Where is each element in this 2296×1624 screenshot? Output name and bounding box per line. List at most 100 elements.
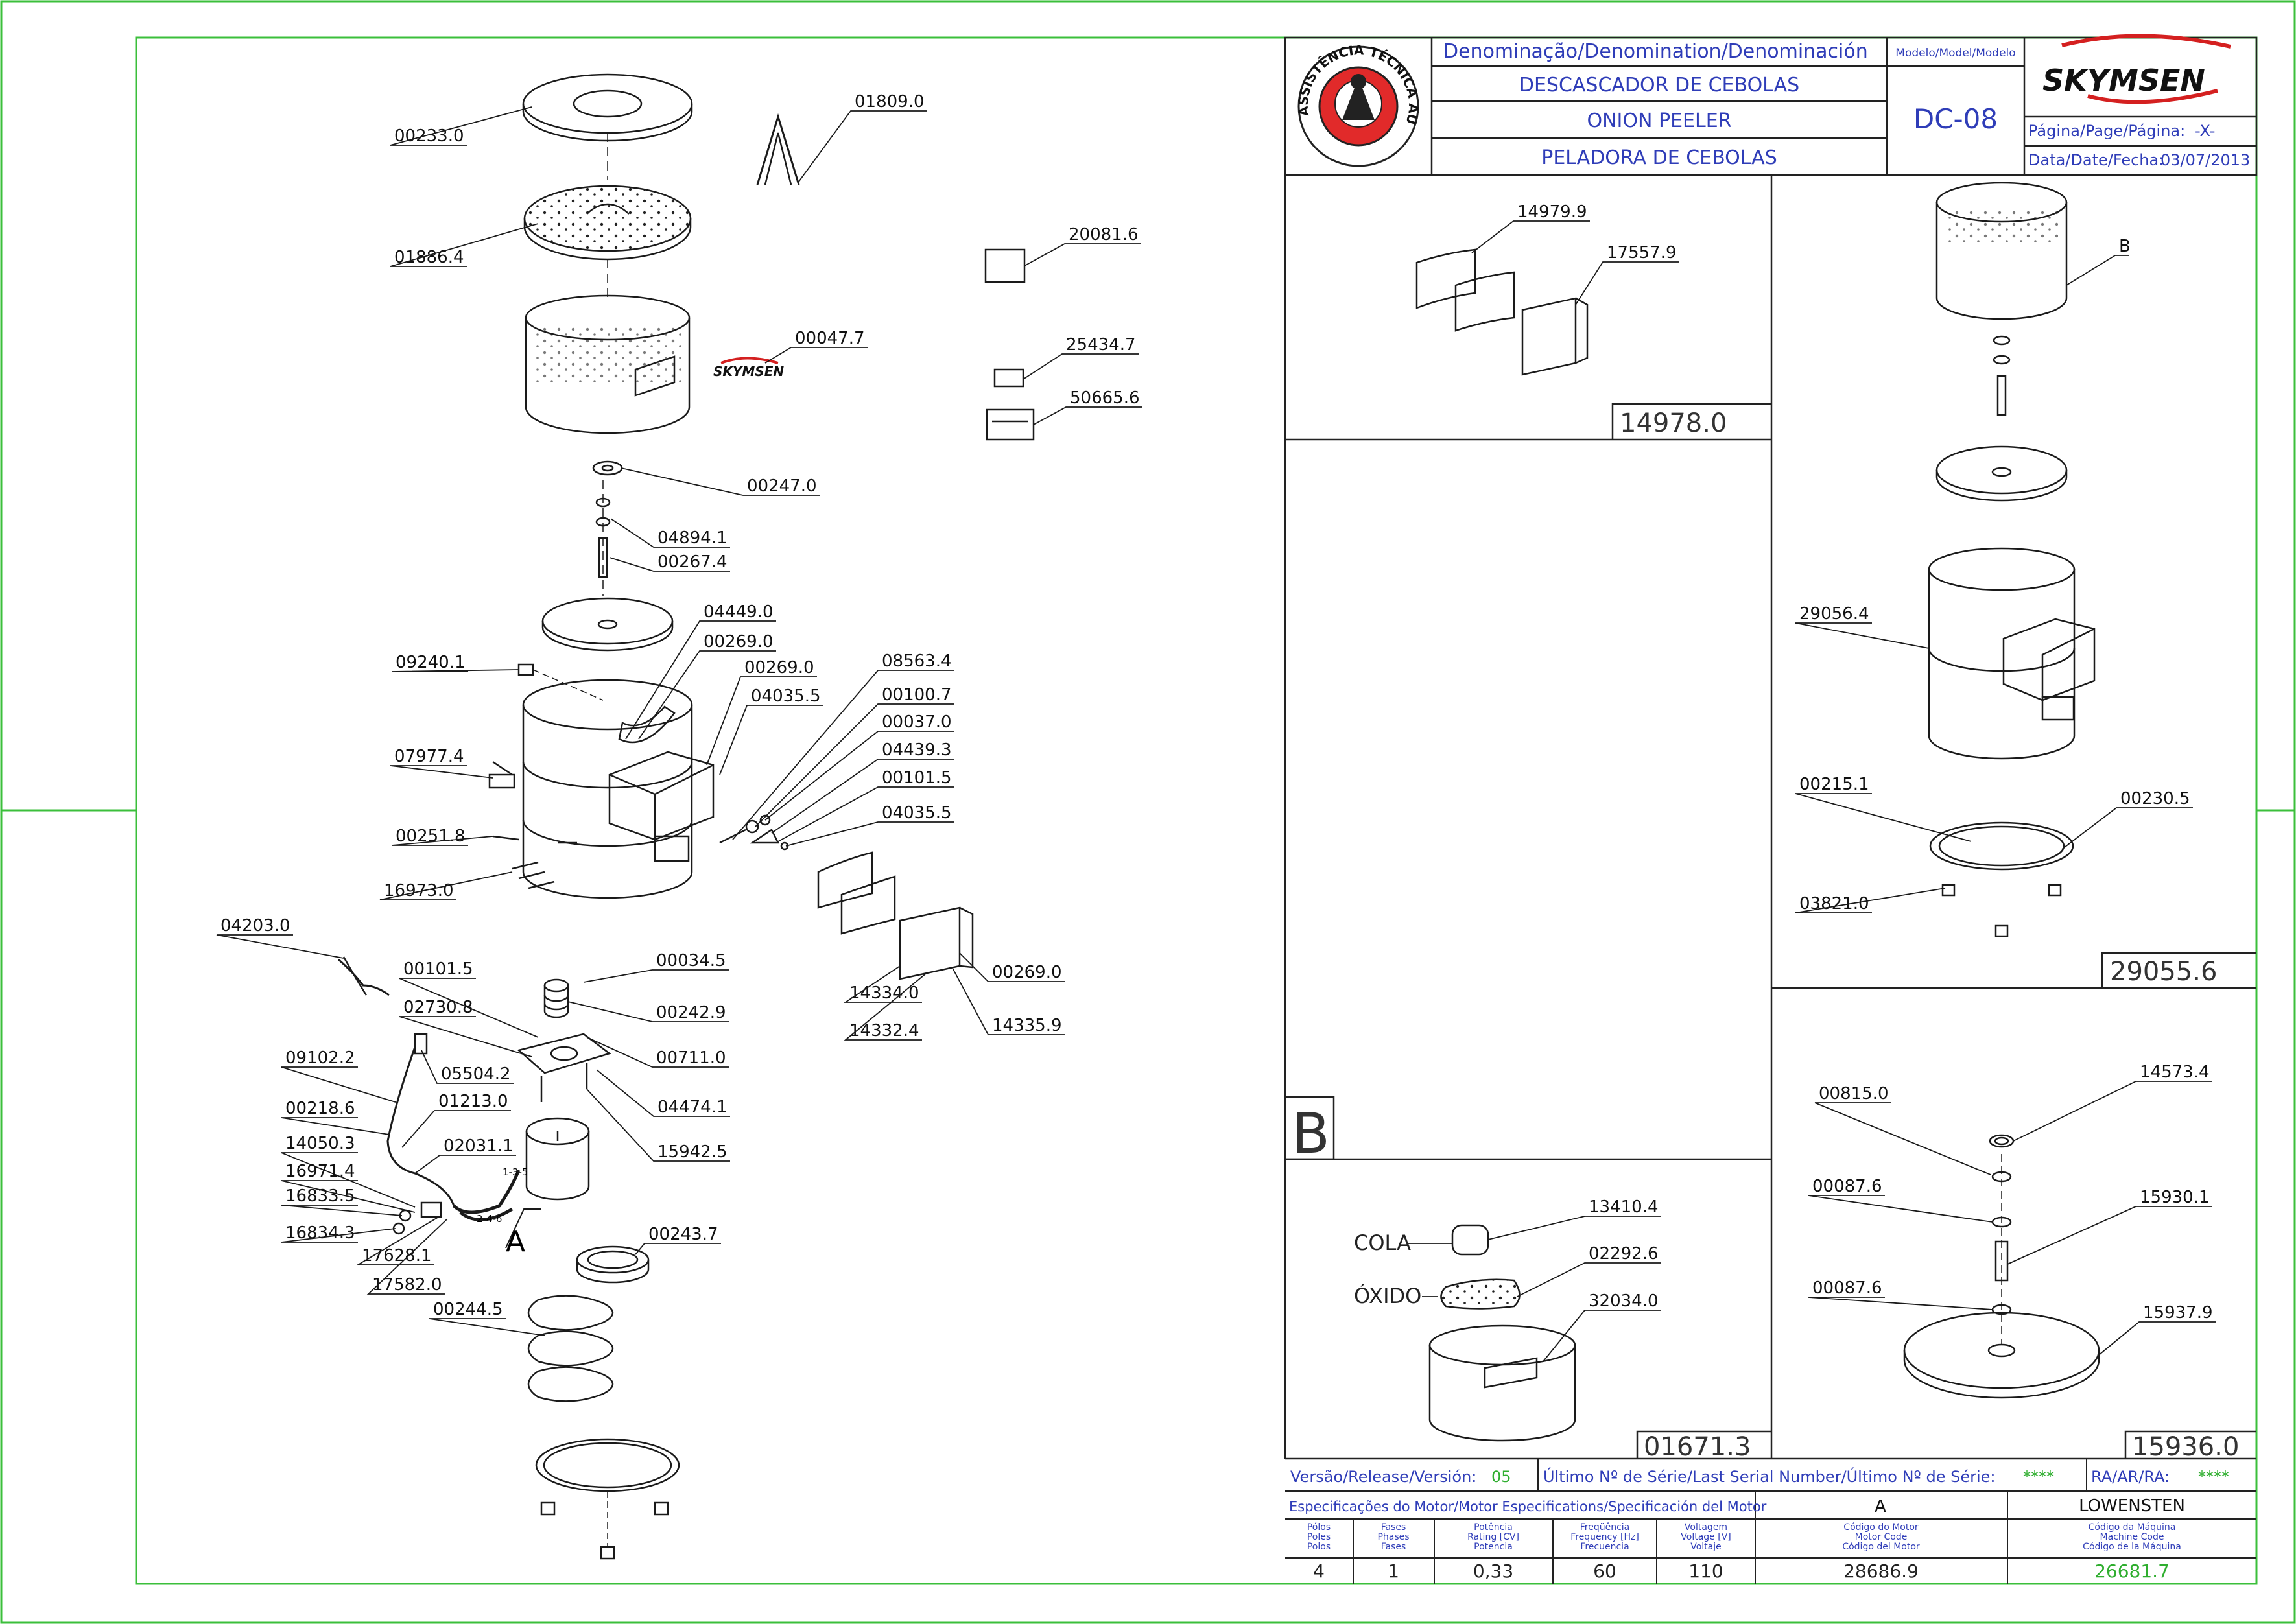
kit-part-label-leader [2098, 1321, 2216, 1356]
part-label: 00243.7 [648, 1225, 718, 1244]
part-label: 00269.0 [992, 963, 1062, 982]
motor-column-header: Código del Motor [1842, 1542, 1920, 1552]
part-label: 04439.3 [882, 740, 952, 760]
kit-part-label: 00087.6 [1812, 1278, 1882, 1298]
motor-column-header: Rating [CV] [1467, 1532, 1519, 1542]
part-label-leader [216, 934, 344, 959]
motor-column-header: Frequency [Hz] [1570, 1532, 1639, 1542]
kit-part-label-leader [1808, 1195, 1993, 1223]
part-label: 00101.5 [403, 959, 473, 979]
part-label-leader [379, 871, 513, 900]
kit-code-01671: 01671.3 [1644, 1432, 1751, 1462]
motor-value: 4 [1313, 1560, 1325, 1582]
motor-column-header: Código de la Máquina [2083, 1542, 2181, 1552]
kit-part-label: B [2119, 237, 2131, 256]
part-label: 01886.4 [394, 248, 464, 267]
brand-name: SKYMSEN [2042, 63, 2205, 98]
part-label: 16971.4 [285, 1162, 355, 1181]
part-label-leader [429, 1318, 545, 1336]
kit-part-label-leader [1487, 1216, 1661, 1240]
motor-column-header: Freqüência [1580, 1522, 1630, 1533]
part-label-leader [421, 1050, 514, 1084]
material-word: COLA [1354, 1230, 1411, 1255]
part-label: 08563.4 [882, 652, 952, 671]
motor-column-headers: PólosPolesPolosFasesPhasesFasesPotênciaR… [1307, 1522, 2181, 1552]
page-value: -X- [2195, 122, 2215, 140]
part-label-leader [635, 1243, 721, 1255]
part-label-leader [719, 705, 823, 775]
kit-part-label-leader [1795, 622, 1930, 649]
kit-part-label: 00230.5 [2120, 789, 2190, 808]
material-word: ÓXIDO [1354, 1283, 1421, 1308]
motor-column-header: Motor Code [1855, 1532, 1908, 1542]
detail-a-letter: A [506, 1225, 525, 1258]
part-label: 16834.3 [285, 1223, 355, 1243]
kit-part-label-leader [1808, 1297, 1993, 1310]
serial-label: Último Nº de Série/Last Serial Number/Úl… [1543, 1466, 1995, 1486]
part-label-leader [625, 620, 776, 740]
kit-part-label-leader [1517, 1262, 1661, 1297]
part-label-leader [586, 1089, 730, 1162]
page-label: Página/Page/Página: [2028, 122, 2185, 140]
detail-14978-drawing [1415, 248, 1589, 376]
motor-column-header: Fases [1381, 1522, 1406, 1533]
part-label-leader [609, 557, 730, 572]
part-label: 00251.8 [396, 827, 466, 846]
part-label-leader [953, 969, 1065, 1035]
motor-column-header: Phases [1377, 1532, 1409, 1542]
part-label-leader [798, 110, 927, 182]
version-label: Versão/Release/Versión: [1290, 1468, 1476, 1486]
motor-spec-header: Especificações do Motor/Motor Especifica… [1289, 1499, 1767, 1514]
part-label-leader [785, 821, 954, 847]
part-label-leader [844, 972, 928, 1041]
authorized-service-seal: ASSISTÊNCIA TÉCNICA AUTORIZADA [0, 0, 1421, 167]
kit-code-15936: 15936.0 [2132, 1432, 2239, 1462]
detail-01671-drawing [1428, 1224, 1576, 1442]
svg-text:ASSISTÊNCIA TÉCNICA AUTORIZADA: ASSISTÊNCIA TÉCNICA AUTORIZADA [0, 0, 1421, 126]
part-label-leader [621, 467, 820, 496]
wiring-mark: 2-4-6 [477, 1213, 502, 1225]
part-label: 04474.1 [657, 1098, 728, 1117]
kit-code-14978: 14978.0 [1620, 408, 1727, 438]
part-label-leader [391, 836, 493, 846]
part-label: 05504.2 [441, 1065, 511, 1084]
part-label-leader [399, 1016, 532, 1057]
kit-part-label: 32034.0 [1589, 1291, 1659, 1311]
kit-part-label-leader [2066, 255, 2129, 286]
kit-part-label: 02292.6 [1589, 1244, 1659, 1264]
kit-part-label-leader [1543, 1310, 1661, 1362]
ra-label: RA/AR/RA: [2091, 1468, 2170, 1486]
motor-column-header: Código da Máquina [2089, 1522, 2176, 1533]
part-label-leader [414, 1155, 516, 1174]
part-label-leader [390, 223, 539, 267]
kit-part-label: 00087.6 [1812, 1177, 1882, 1196]
part-label-leader [755, 703, 954, 827]
kit-part-label: 15930.1 [2140, 1188, 2210, 1207]
part-label-leader [281, 1066, 396, 1103]
part-label-leader [586, 1037, 729, 1068]
part-label-leader [777, 786, 954, 842]
part-label: 04894.1 [657, 528, 728, 548]
part-label: 01809.0 [855, 92, 925, 112]
part-label: 04449.0 [704, 602, 774, 622]
detail-15936-drawing [1903, 1134, 2100, 1399]
part-label-leader [281, 1117, 390, 1135]
part-label-leader [596, 1069, 730, 1117]
ra-value: **** [2198, 1468, 2229, 1486]
part-label-leader [764, 347, 868, 364]
kit-part-label: 13410.4 [1589, 1197, 1659, 1217]
motor-column-header: Polos [1307, 1542, 1331, 1552]
part-label-leader [355, 1215, 442, 1265]
exploded-view: SKYMSEN [338, 73, 1035, 1560]
motor-maker: LOWENSTEN [2079, 1496, 2185, 1516]
motor-column-header: Voltaje [1690, 1542, 1722, 1552]
part-label-leader [764, 731, 954, 821]
part-label: 14334.0 [849, 983, 919, 1003]
part-label-leader [844, 965, 922, 1003]
kit-part-label-leader [2061, 807, 2193, 850]
kit-part-label: 15937.9 [2143, 1303, 2213, 1323]
name-en: ONION PEELER [1587, 110, 1731, 132]
kit-part-label-leader [1795, 793, 1972, 842]
part-label: 09240.1 [396, 653, 466, 672]
kit-part-label: 00815.0 [1819, 1084, 1889, 1103]
